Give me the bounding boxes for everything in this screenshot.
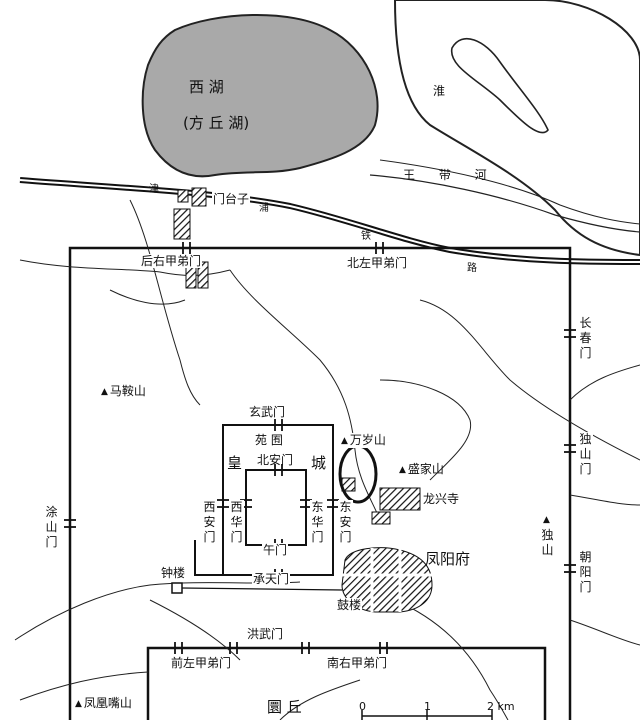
gate-west-tushan: 涂山门 — [44, 505, 59, 550]
palace-east-hua-gate: 东华门 — [310, 500, 325, 545]
place-drum-tower: 鼓楼 — [336, 598, 363, 612]
palace-west-hua-gate: 西华门 — [229, 500, 244, 545]
palace-name-left: 皇 — [227, 454, 243, 472]
canal-name: 王 带 河 — [403, 168, 497, 182]
palace-east-an-gate: 东安门 — [338, 500, 353, 545]
railway-char-3: 铁 — [361, 231, 371, 242]
scale-bar — [361, 710, 493, 720]
palace-wu-gate: 午门 — [262, 543, 289, 557]
palace-name-right: 城 — [311, 454, 327, 472]
railway-char-4: 路 — [467, 263, 477, 274]
scale-tick-1: 1 — [424, 700, 431, 713]
wangdai-canal — [369, 174, 640, 233]
place-maan-shan: 马鞍山 — [100, 384, 147, 399]
bell-tower-road — [181, 587, 343, 591]
gate-south-left: 前左甲弟门 — [170, 656, 233, 670]
gate-marks — [64, 242, 576, 654]
palace-park: 苑 囿 — [255, 433, 283, 447]
palace-inner-wall — [245, 469, 307, 546]
place-wansui-shan: 万岁山 — [340, 433, 387, 448]
river-name: 淮 — [433, 84, 446, 98]
gate-hongwu: 洪武门 — [246, 627, 285, 641]
scale-tick-0: 0 — [359, 700, 366, 713]
gate-north-right: 北左甲弟门 — [346, 256, 409, 270]
place-bell-tower: 钟楼 — [160, 566, 187, 580]
place-dushan: 独山 — [540, 512, 555, 558]
highlight-ellipse — [338, 444, 378, 504]
palace-chengtian-gate: 承天门 — [252, 572, 291, 586]
south-inner-wall — [146, 646, 547, 720]
outer-wall — [68, 246, 572, 720]
place-shengjia-shan: 盛家山 — [398, 462, 445, 477]
gate-north-left: 后右甲弟门 — [140, 254, 203, 268]
bell-tower-marker — [171, 582, 183, 594]
canal-bank — [379, 159, 640, 225]
place-yuanqiu: 圜 丘 — [267, 698, 302, 716]
streams — [14, 199, 640, 720]
scale-tick-2: 2 km — [487, 700, 515, 713]
huai-river — [393, 0, 640, 257]
gate-east-changchun: 长春门 — [578, 316, 593, 361]
lake-alt-name: (方 丘 湖) — [183, 114, 250, 132]
place-fenghuangzui-shan: 凤凰嘴山 — [74, 696, 133, 711]
west-lake — [141, 13, 379, 178]
palace-north-gate: 玄武门 — [248, 405, 287, 419]
gate-east-chaoyang: 朝阳门 — [578, 550, 593, 595]
river-island — [450, 37, 549, 134]
place-longxing-temple: 龙兴寺 — [422, 492, 461, 506]
railway-char-1: 津 — [149, 184, 159, 195]
gate-south-right: 南右甲弟门 — [326, 656, 389, 670]
railway-inner — [19, 179, 640, 263]
railway-char-2: 浦 — [259, 203, 269, 214]
palace-inner-north: 北安门 — [257, 453, 294, 467]
lake-name: 西 湖 — [189, 78, 224, 96]
place-mentaizi: 门台子 — [212, 192, 251, 206]
place-fengyang-fu: 凤阳府 — [425, 550, 471, 568]
gate-east-dushan: 独山门 — [578, 432, 593, 477]
fengyang-block-lines — [342, 548, 432, 612]
built-areas — [173, 187, 433, 613]
palace-west-an-gate: 西安门 — [202, 500, 217, 545]
